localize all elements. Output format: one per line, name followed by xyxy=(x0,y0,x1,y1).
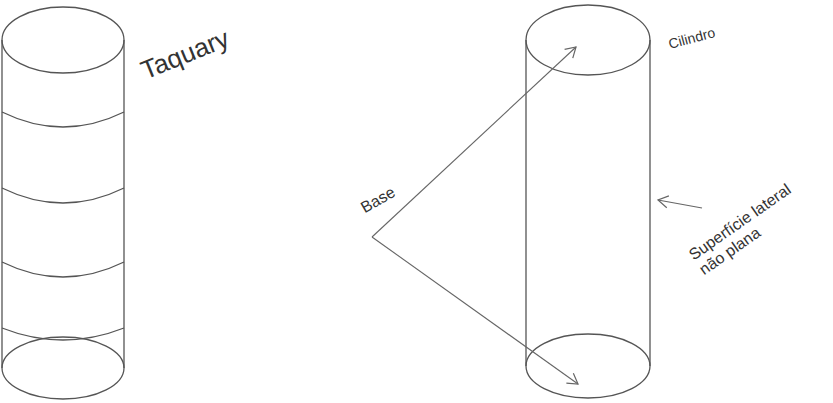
part-label: Base xyxy=(358,183,399,217)
shape-name: Cilindro xyxy=(667,24,717,52)
part-label: Superfície lateral não plana xyxy=(686,171,819,279)
leader-arrows xyxy=(372,47,702,384)
cylinder xyxy=(526,5,650,398)
object-name: Taquary xyxy=(137,24,234,86)
bamboo-cylinder xyxy=(2,7,124,399)
